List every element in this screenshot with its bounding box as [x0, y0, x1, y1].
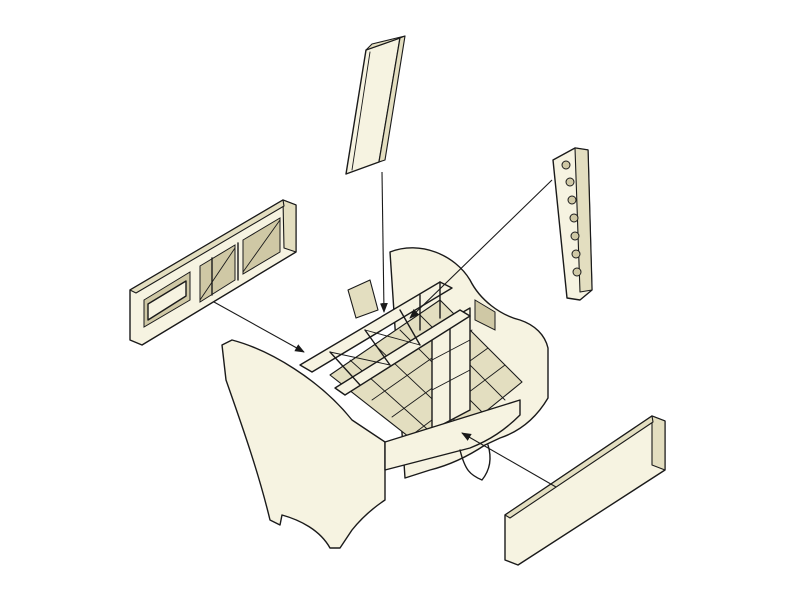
front-panel	[504, 415, 666, 566]
fuselage-section	[221, 247, 549, 549]
top-panel	[345, 35, 406, 175]
arrow-left-panel	[213, 301, 305, 353]
arrow-front-panel	[461, 432, 557, 488]
arrow-rivet-strip	[409, 179, 553, 319]
top-truss	[299, 281, 496, 396]
rivet-row	[561, 160, 582, 277]
arrow-top-panel	[379, 171, 388, 313]
right-rivet-strip	[552, 147, 593, 301]
assembly-arrows	[213, 171, 557, 488]
left-frame-panel	[129, 199, 297, 346]
